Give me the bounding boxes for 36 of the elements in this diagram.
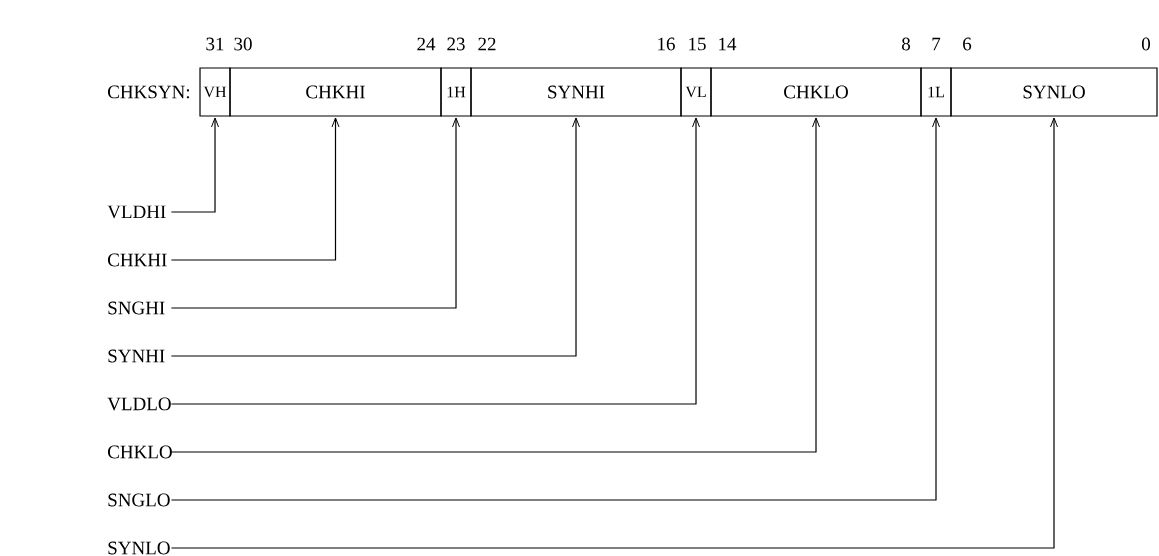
bit-number: 24 — [417, 37, 436, 51]
signal-name: CHKLO — [108, 445, 172, 459]
bit-number: 22 — [478, 37, 496, 51]
arrow — [170, 117, 700, 405]
register-field: 1L — [920, 67, 952, 117]
signal-name: CHKHI — [108, 253, 167, 267]
bit-number: 15 — [689, 37, 706, 51]
bit-number: 31 — [206, 37, 224, 51]
signal-name: VLDLO — [107, 397, 171, 411]
register-field: VL — [680, 67, 712, 117]
arrow — [170, 117, 219, 213]
arrow — [170, 117, 580, 357]
bit-number: 7 — [932, 37, 941, 51]
arrow — [170, 117, 1058, 549]
register-field: CHKHI — [229, 67, 442, 117]
bit-number: 8 — [902, 37, 910, 51]
signal-name: SYNHI — [108, 349, 165, 363]
register-name: CHKSYN: — [108, 85, 190, 99]
bit-number: 30 — [234, 37, 252, 51]
register-field: SYNLO — [950, 67, 1158, 117]
register-field: 1H — [440, 67, 472, 117]
bit-number: 16 — [658, 37, 675, 51]
arrow — [170, 117, 460, 309]
signal-name: VLDHI — [107, 205, 166, 219]
register-field: VH — [199, 67, 231, 117]
arrow — [170, 117, 340, 261]
register-field: CHKLO — [710, 67, 922, 117]
register-field: SYNHI — [470, 67, 682, 117]
bit-number: 6 — [963, 37, 972, 51]
arrow — [170, 117, 940, 501]
signal-name: SNGHI — [108, 301, 165, 315]
arrow — [170, 117, 820, 453]
signal-name: SNGLO — [108, 493, 170, 507]
signal-name: SYNLO — [108, 541, 170, 555]
bit-number: 23 — [447, 37, 465, 51]
bit-number: 14 — [719, 37, 737, 51]
